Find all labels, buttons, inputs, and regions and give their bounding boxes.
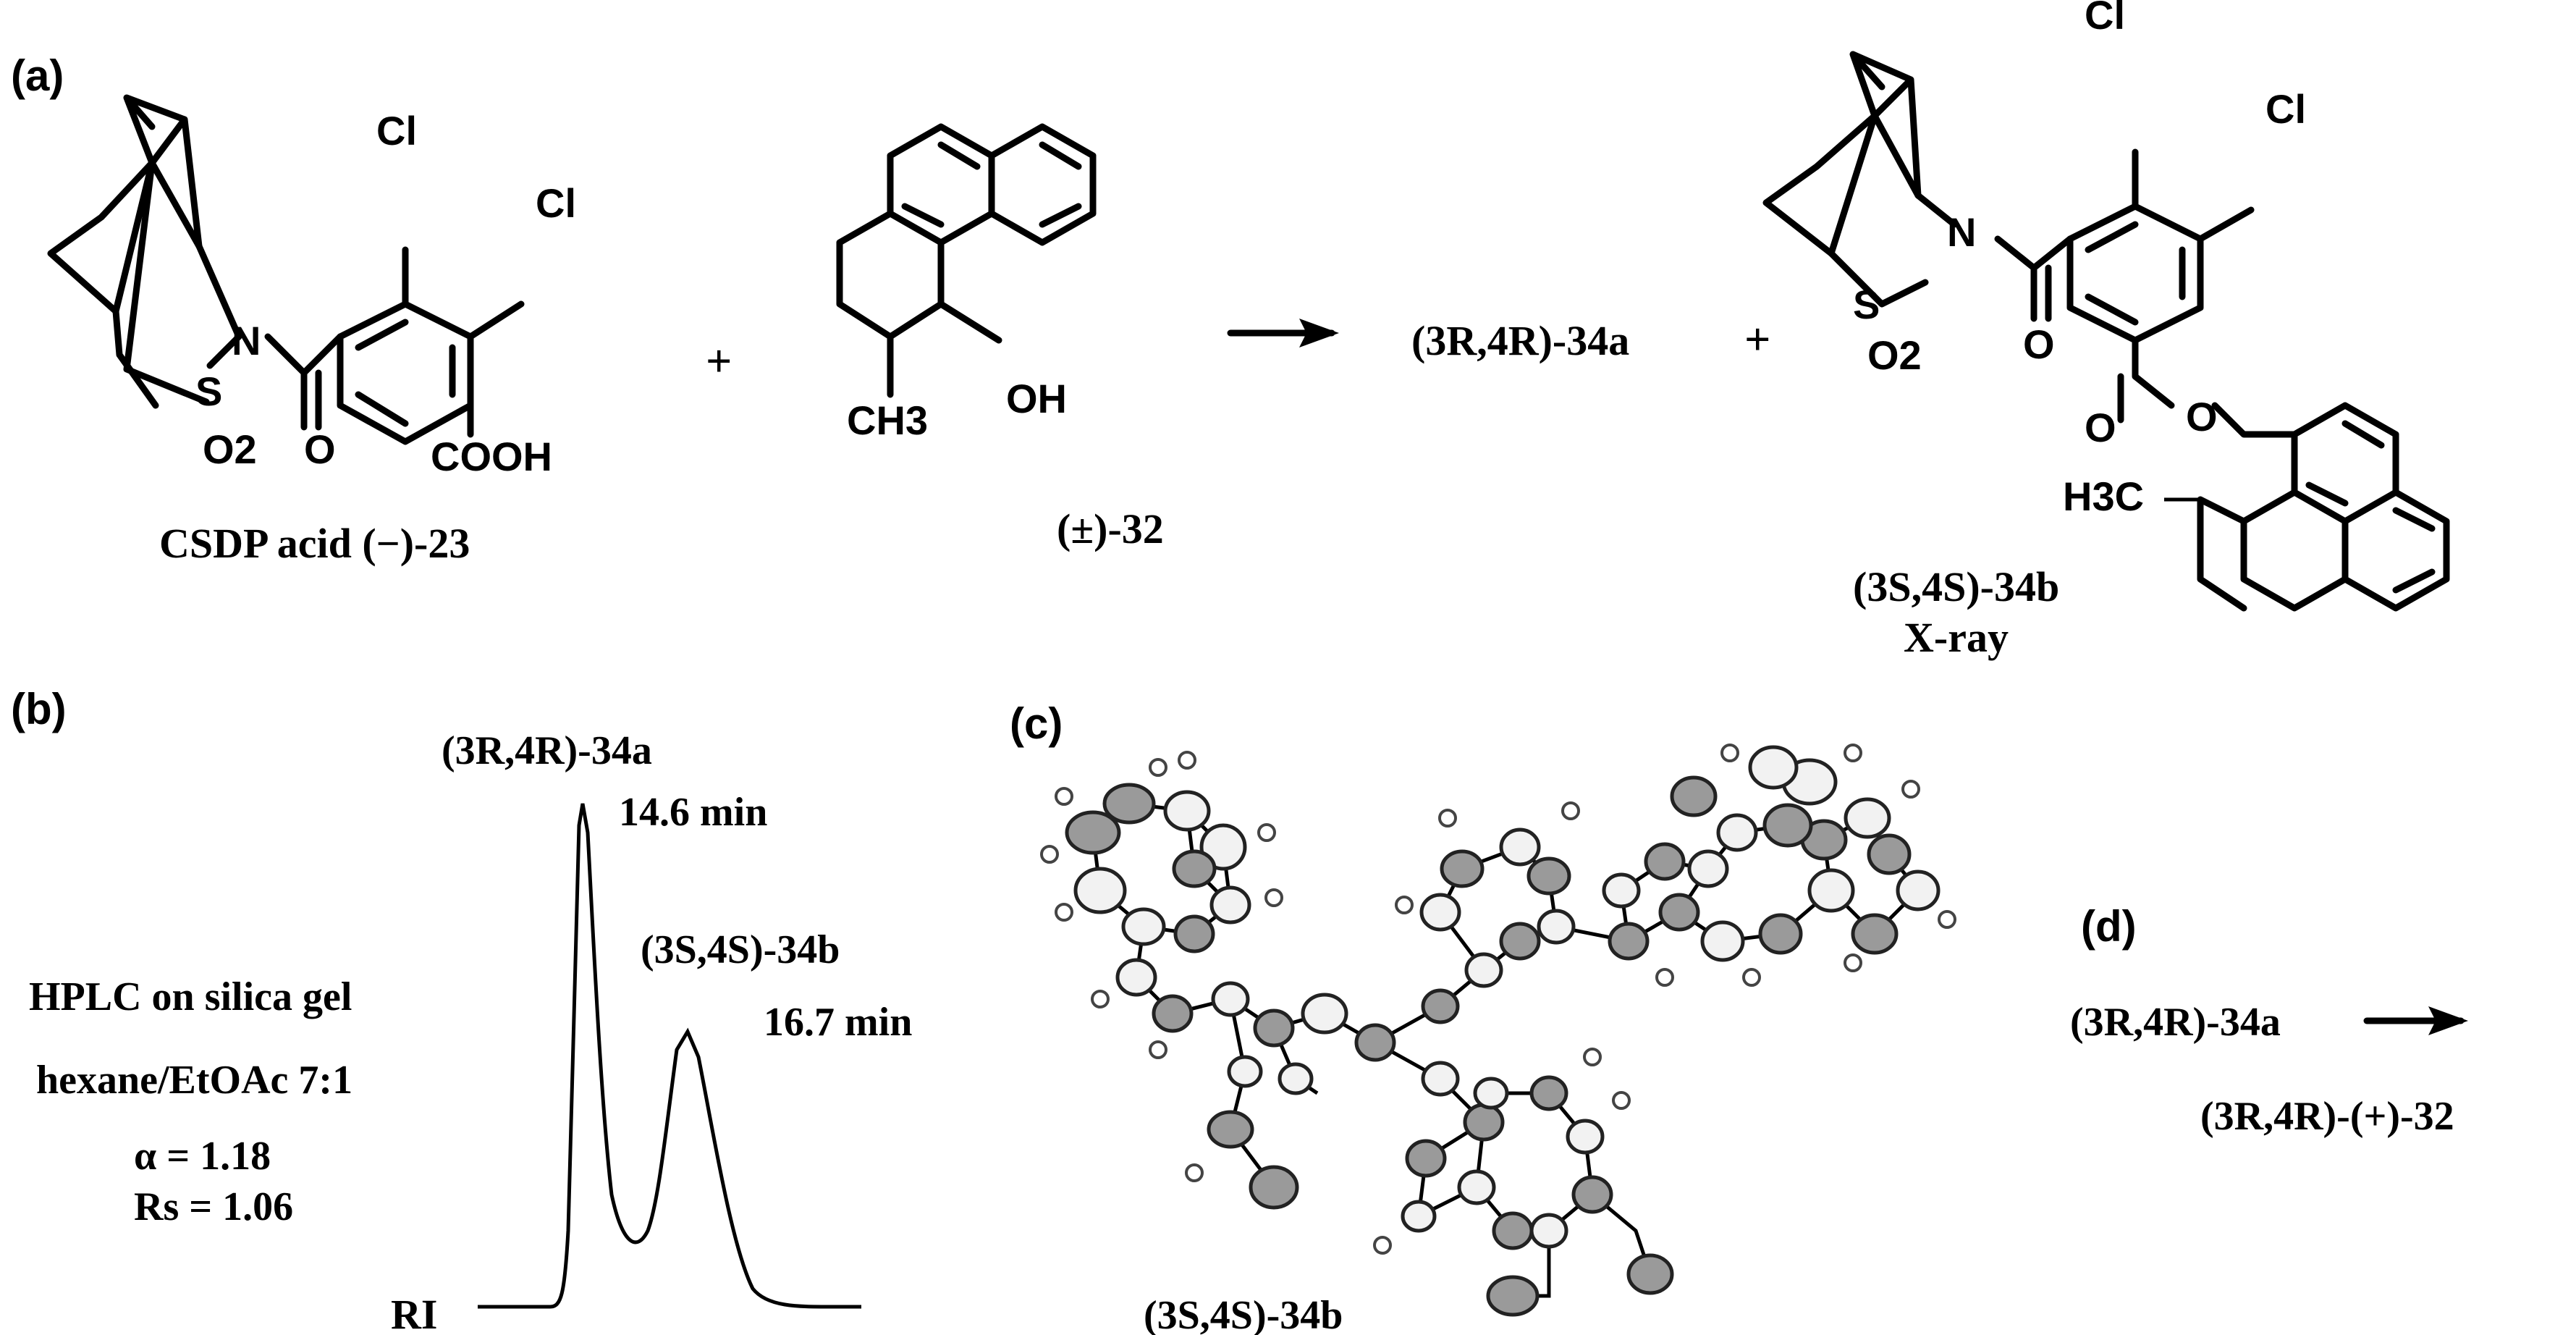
n-label-1: N	[232, 318, 261, 363]
cooh-label: COOH	[431, 434, 552, 479]
conversion-from: (3R,4R)-34a	[2070, 1000, 2281, 1045]
cl-label-2: Cl	[536, 180, 576, 226]
hplc-chromatogram-trace	[478, 803, 861, 1309]
ch3-label: CH3	[847, 397, 928, 443]
cl-label-4: Cl	[2265, 86, 2306, 132]
cl-label-3: Cl	[2085, 0, 2125, 38]
rs-value: Rs = 1.06	[134, 1184, 293, 1229]
panel-d-label: (d)	[2081, 902, 2137, 951]
s-label-1: S	[195, 369, 222, 414]
peak2-time: 16.7 min	[764, 1000, 912, 1045]
peak1-time: 14.6 min	[619, 790, 767, 835]
s-label-2: S	[1853, 282, 1880, 327]
conversion-to: (3R,4R)-(+)-32	[2200, 1094, 2454, 1139]
method-line-1: HPLC on silica gel	[29, 974, 352, 1019]
reaction-arrow	[1227, 319, 1339, 348]
h3c-label: H3C	[2063, 473, 2144, 519]
o2-label-1: O2	[203, 426, 257, 472]
plus-sign-2: +	[1744, 313, 1770, 365]
product-a-name: (3R,4R)-34a	[1411, 317, 1629, 364]
method-line-2: hexane/EtOAc 7:1	[36, 1058, 352, 1103]
csdp-acid-structure	[47, 94, 525, 445]
cl-label-1: Cl	[376, 108, 417, 153]
o-label-4: O	[2186, 394, 2218, 439]
conversion-arrow	[2363, 1006, 2468, 1035]
panel-a-label: (a)	[11, 51, 64, 100]
peak1-name: (3R,4R)-34a	[442, 728, 652, 773]
plus-sign-1: +	[706, 335, 732, 387]
o-label-2: O	[2023, 321, 2055, 367]
oh-label: OH	[1006, 376, 1067, 421]
alpha-value: α = 1.18	[134, 1134, 271, 1179]
o-label-3: O	[2085, 405, 2116, 450]
n-label-2: N	[1947, 209, 1976, 255]
alcohol-name: (±)-32	[1057, 505, 1164, 552]
xray-ortep-structure	[1040, 744, 1956, 1317]
panel-c-label: (c)	[1010, 699, 1063, 748]
product-34b-structure	[1762, 51, 2450, 612]
detector-label: RI	[391, 1291, 437, 1335]
alcohol-32-structure	[836, 123, 1097, 398]
xray-caption: (3S,4S)-34b	[1144, 1293, 1343, 1335]
panel-b-label: (b)	[11, 685, 67, 733]
product-b-note: X-ray	[1904, 614, 2009, 661]
reagent-name: CSDP acid (−)-23	[159, 520, 470, 567]
o-label-1: O	[304, 426, 336, 472]
o2-label-2: O2	[1867, 332, 1922, 378]
product-b-name: (3S,4S)-34b	[1853, 563, 2059, 610]
peak2-name: (3S,4S)-34b	[641, 927, 840, 972]
